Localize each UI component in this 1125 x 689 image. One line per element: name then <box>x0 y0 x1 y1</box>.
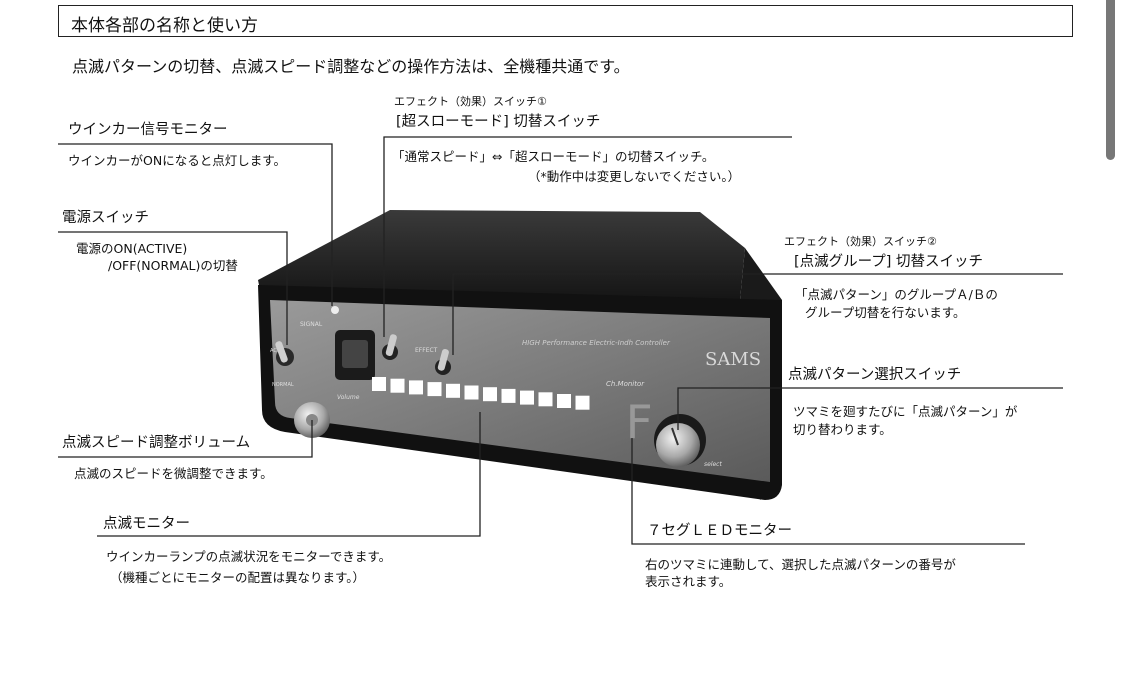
leader-pattern-select <box>677 387 1063 430</box>
leader-speed-volume <box>58 420 313 458</box>
pattern-select-label: 点滅パターン選択スイッチ <box>788 367 962 383</box>
effect-switch-2-desc-2: グループ切替を行ないます。 <box>805 305 966 320</box>
leader-effect-switch-1 <box>383 136 792 337</box>
monitor-led <box>464 385 479 400</box>
pattern-select-desc-2: 切り替わります。 <box>793 422 892 437</box>
leader-winker-monitor <box>58 143 333 306</box>
section-title: 本体各部の名称と使い方 <box>71 16 258 36</box>
speed-volume-label: 点滅スピード調整ボリューム <box>62 435 251 451</box>
power-switch-desc-1: 電源のON(ACTIVE) <box>76 241 188 256</box>
blink-monitor-desc-1: ウインカーランプの点滅状況をモニターできます。 <box>106 549 392 564</box>
monitor-led <box>427 382 442 397</box>
monitor-led <box>372 377 386 391</box>
effect-switch-2-desc-1: 「点滅パターン」のグループＡ/Ｂの <box>795 287 998 302</box>
effect-label: EFFECT <box>415 347 438 354</box>
leader-effect-switch-2 <box>452 273 1063 355</box>
monitor-led <box>501 388 516 403</box>
scrollbar-thumb[interactable] <box>1106 0 1115 160</box>
speed-volume-desc: 点滅のスピードを微調整できます。 <box>74 466 273 481</box>
connector-block <box>335 330 375 380</box>
monitor-label: Ch.Monitor <box>606 380 645 388</box>
effect-switch-2-label: [点滅グループ] 切替スイッチ <box>794 254 984 270</box>
monitor-led <box>538 392 553 407</box>
normal-label: NORMAL <box>272 382 294 388</box>
section-title-box: 本体各部の名称と使い方 <box>58 5 1073 37</box>
effect-switch-2-sub: エフェクト（効果）スイッチ② <box>784 235 937 248</box>
monitor-led <box>557 394 571 408</box>
brand-logo: SAMS <box>705 349 761 370</box>
intro-text: 点滅パターンの切替、点滅スピード調整などの操作方法は、全機種共通です。 <box>72 57 630 76</box>
effect-switch-1-toggle <box>382 334 398 360</box>
power-toggle-switch <box>275 341 294 366</box>
monitor-led <box>483 387 497 402</box>
monitor-led <box>446 383 460 398</box>
blink-monitor-leds <box>372 377 590 410</box>
monitor-led <box>520 390 534 405</box>
signal-label: SIGNAL <box>300 321 323 328</box>
winker-monitor-desc: ウインカーがONになると点灯します。 <box>68 153 286 168</box>
leader-blink-monitor <box>97 412 481 537</box>
effect-switch-1-sub: エフェクト（効果）スイッチ① <box>394 95 547 108</box>
seg-monitor-desc-2: 表示されます。 <box>645 574 732 589</box>
pattern-select-knob <box>654 414 706 467</box>
pattern-select-desc-1: ツマミを廻すたびに「点滅パターン」が <box>793 404 1018 419</box>
tagline: HIGH Performance Electric-Indh Controlle… <box>522 339 671 347</box>
effect-switch-1-desc-1: 「通常スピード」⇔「超スローモード」の切替スイッチ。 <box>392 149 715 164</box>
power-switch-desc-2: /OFF(NORMAL)の切替 <box>108 258 238 273</box>
monitor-led <box>409 380 423 395</box>
monitor-led <box>575 395 590 410</box>
case-top <box>258 210 745 300</box>
blink-monitor-label: 点滅モニター <box>103 516 190 532</box>
seven-seg-digit: F <box>625 395 653 449</box>
power-switch-label: 電源スイッチ <box>62 210 149 226</box>
blink-monitor-desc-2: （機種ごとにモニターの配置は異なります。） <box>110 570 366 585</box>
leader-seg-monitor <box>631 438 1025 545</box>
seg-monitor-label: ７セグＬＥＤモニター <box>647 523 792 539</box>
select-label: select <box>704 461 722 468</box>
seg-monitor-desc-1: 右のツマミに連動して、選択した点滅パターンの番号が <box>645 557 956 572</box>
winker-monitor-label: ウインカー信号モニター <box>68 122 228 138</box>
effect-switch-1-label: [超スローモード] 切替スイッチ <box>396 114 601 130</box>
leader-power-switch <box>58 231 288 345</box>
volume-label: Volume <box>337 394 360 401</box>
signal-led <box>331 306 339 314</box>
effect-switch-1-desc-2: （*動作中は変更しないでください。） <box>528 169 741 184</box>
effect-switch-2-toggle <box>435 348 451 375</box>
monitor-led <box>390 378 405 393</box>
